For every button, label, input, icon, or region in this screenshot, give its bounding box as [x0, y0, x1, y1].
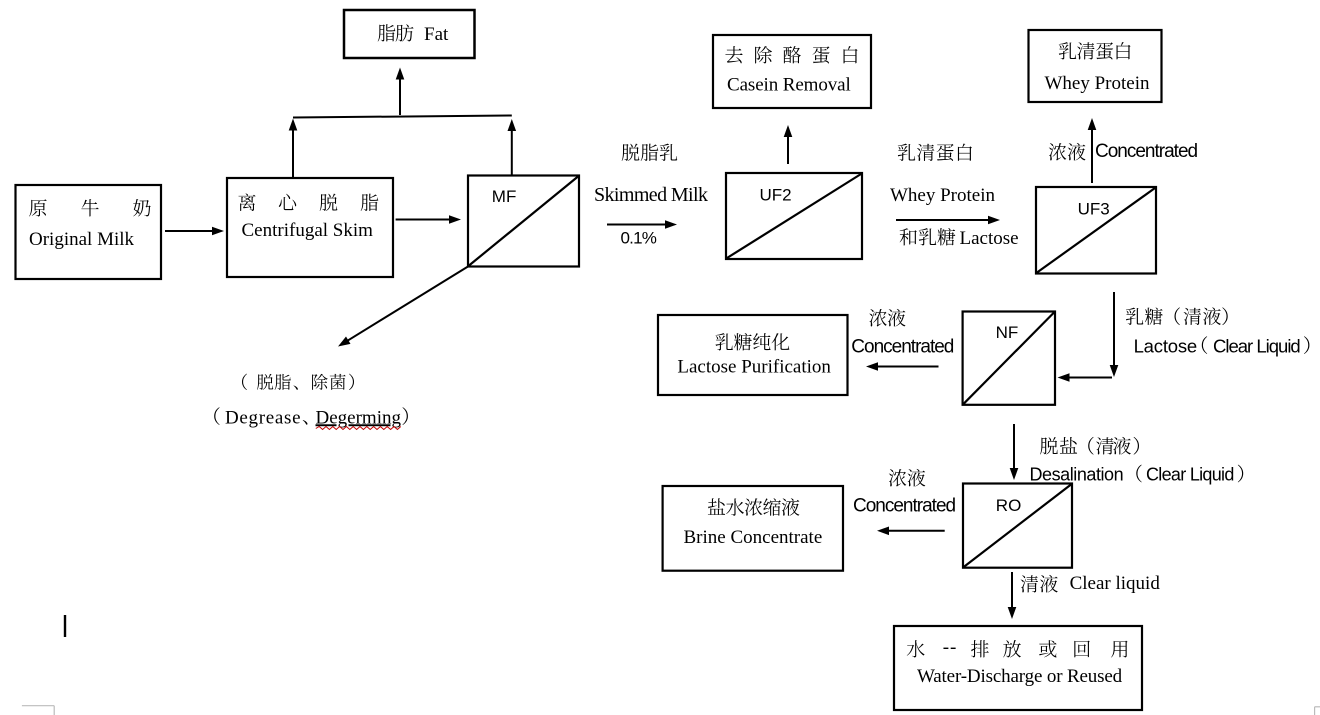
svg-text:Skimmed Milk: Skimmed Milk — [594, 184, 708, 206]
svg-text:Whey Protein: Whey Protein — [1045, 73, 1151, 94]
svg-text:Concentrated: Concentrated — [851, 336, 954, 357]
svg-text:--: -- — [943, 637, 958, 658]
svg-text:UF2: UF2 — [760, 186, 792, 205]
svg-text:Concentrated: Concentrated — [1095, 141, 1198, 162]
svg-text:Clear Liquid: Clear Liquid — [1146, 465, 1234, 485]
svg-text:0.1%: 0.1% — [621, 229, 657, 248]
svg-text:Original Milk: Original Milk — [29, 229, 135, 250]
svg-text:MF: MF — [492, 187, 517, 206]
svg-text:Casein Removal: Casein Removal — [727, 75, 851, 96]
svg-text:NF: NF — [996, 323, 1019, 342]
svg-text:Lactose: Lactose — [1134, 335, 1197, 356]
svg-text:Desalination: Desalination — [1030, 465, 1124, 485]
svg-text:Whey Protein: Whey Protein — [890, 185, 996, 206]
svg-text:Clear liquid: Clear liquid — [1070, 573, 1161, 594]
svg-text:Concentrated: Concentrated — [853, 496, 956, 517]
svg-text:Water-Discharge or Reused: Water-Discharge or Reused — [917, 666, 1123, 687]
svg-text:Lactose Purification: Lactose Purification — [677, 357, 831, 378]
svg-text:Degrease: Degrease — [225, 407, 301, 428]
svg-text:Brine Concentrate: Brine Concentrate — [684, 527, 823, 548]
svg-text:Degerming: Degerming — [316, 407, 402, 428]
svg-text:RO: RO — [996, 496, 1022, 515]
svg-text:Centrifugal Skim: Centrifugal Skim — [242, 220, 374, 241]
svg-text:Clear Liquid: Clear Liquid — [1213, 335, 1300, 356]
svg-text:Lactose: Lactose — [960, 228, 1019, 249]
svg-text:UF3: UF3 — [1078, 200, 1110, 219]
svg-text:Fat: Fat — [424, 24, 449, 45]
